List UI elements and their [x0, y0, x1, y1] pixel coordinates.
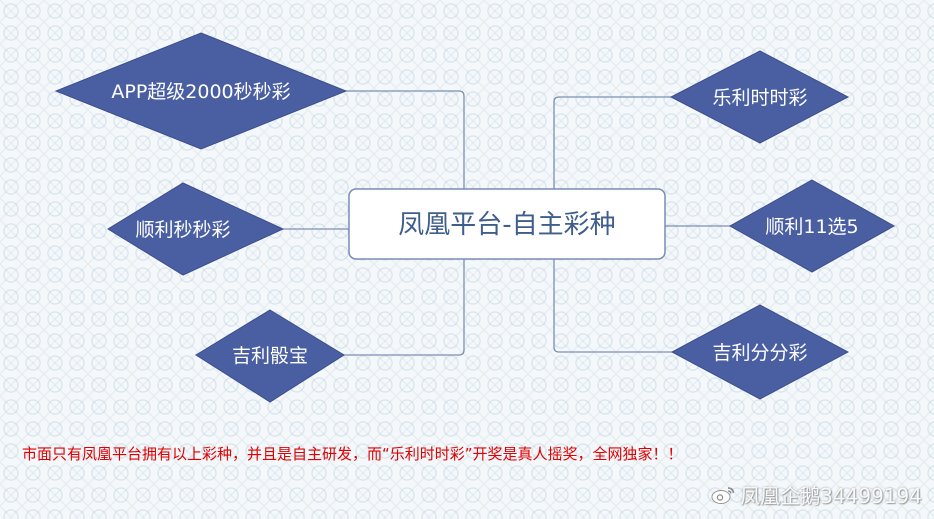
connector-jili-shaibao [343, 259, 465, 356]
watermark-text: 凤凰企鹅34499194 [740, 484, 922, 508]
node-label: 乐利时时彩 [712, 87, 807, 109]
center-node: 凤凰平台-自主彩种 [348, 188, 666, 260]
node-label: 吉利分分彩 [712, 342, 807, 364]
node-label: 顺利秒秒彩 [135, 219, 230, 241]
node-shunli-miaomiao: 顺利秒秒彩 [107, 182, 285, 276]
node-shunli-11x5: 顺利11选5 [728, 179, 896, 273]
node-jili-shaibao: 吉利骰宝 [195, 309, 345, 403]
weibo-icon [711, 486, 735, 504]
connector-app-2000 [345, 90, 465, 190]
node-leli-shishi: 乐利时时彩 [669, 50, 850, 144]
node-jili-fenfen: 吉利分分彩 [670, 304, 850, 400]
connector-jili-fenfen [553, 259, 674, 353]
center-label: 凤凰平台-自主彩种 [398, 210, 615, 240]
watermark: 凤凰企鹅34499194 [710, 480, 922, 509]
connector-leli-shishi [553, 96, 674, 190]
footer-note: 市面只有凤凰平台拥有以上彩种，并且是自主研发，而“乐利时时彩”开奖是真人摇奖，全… [22, 445, 683, 463]
node-app-2000: APP超级2000秒秒彩 [54, 32, 348, 150]
connectors [283, 90, 730, 356]
node-label: 吉利骰宝 [232, 345, 308, 367]
node-label: APP超级2000秒秒彩 [111, 81, 290, 103]
node-label: 顺利11选5 [765, 216, 858, 238]
